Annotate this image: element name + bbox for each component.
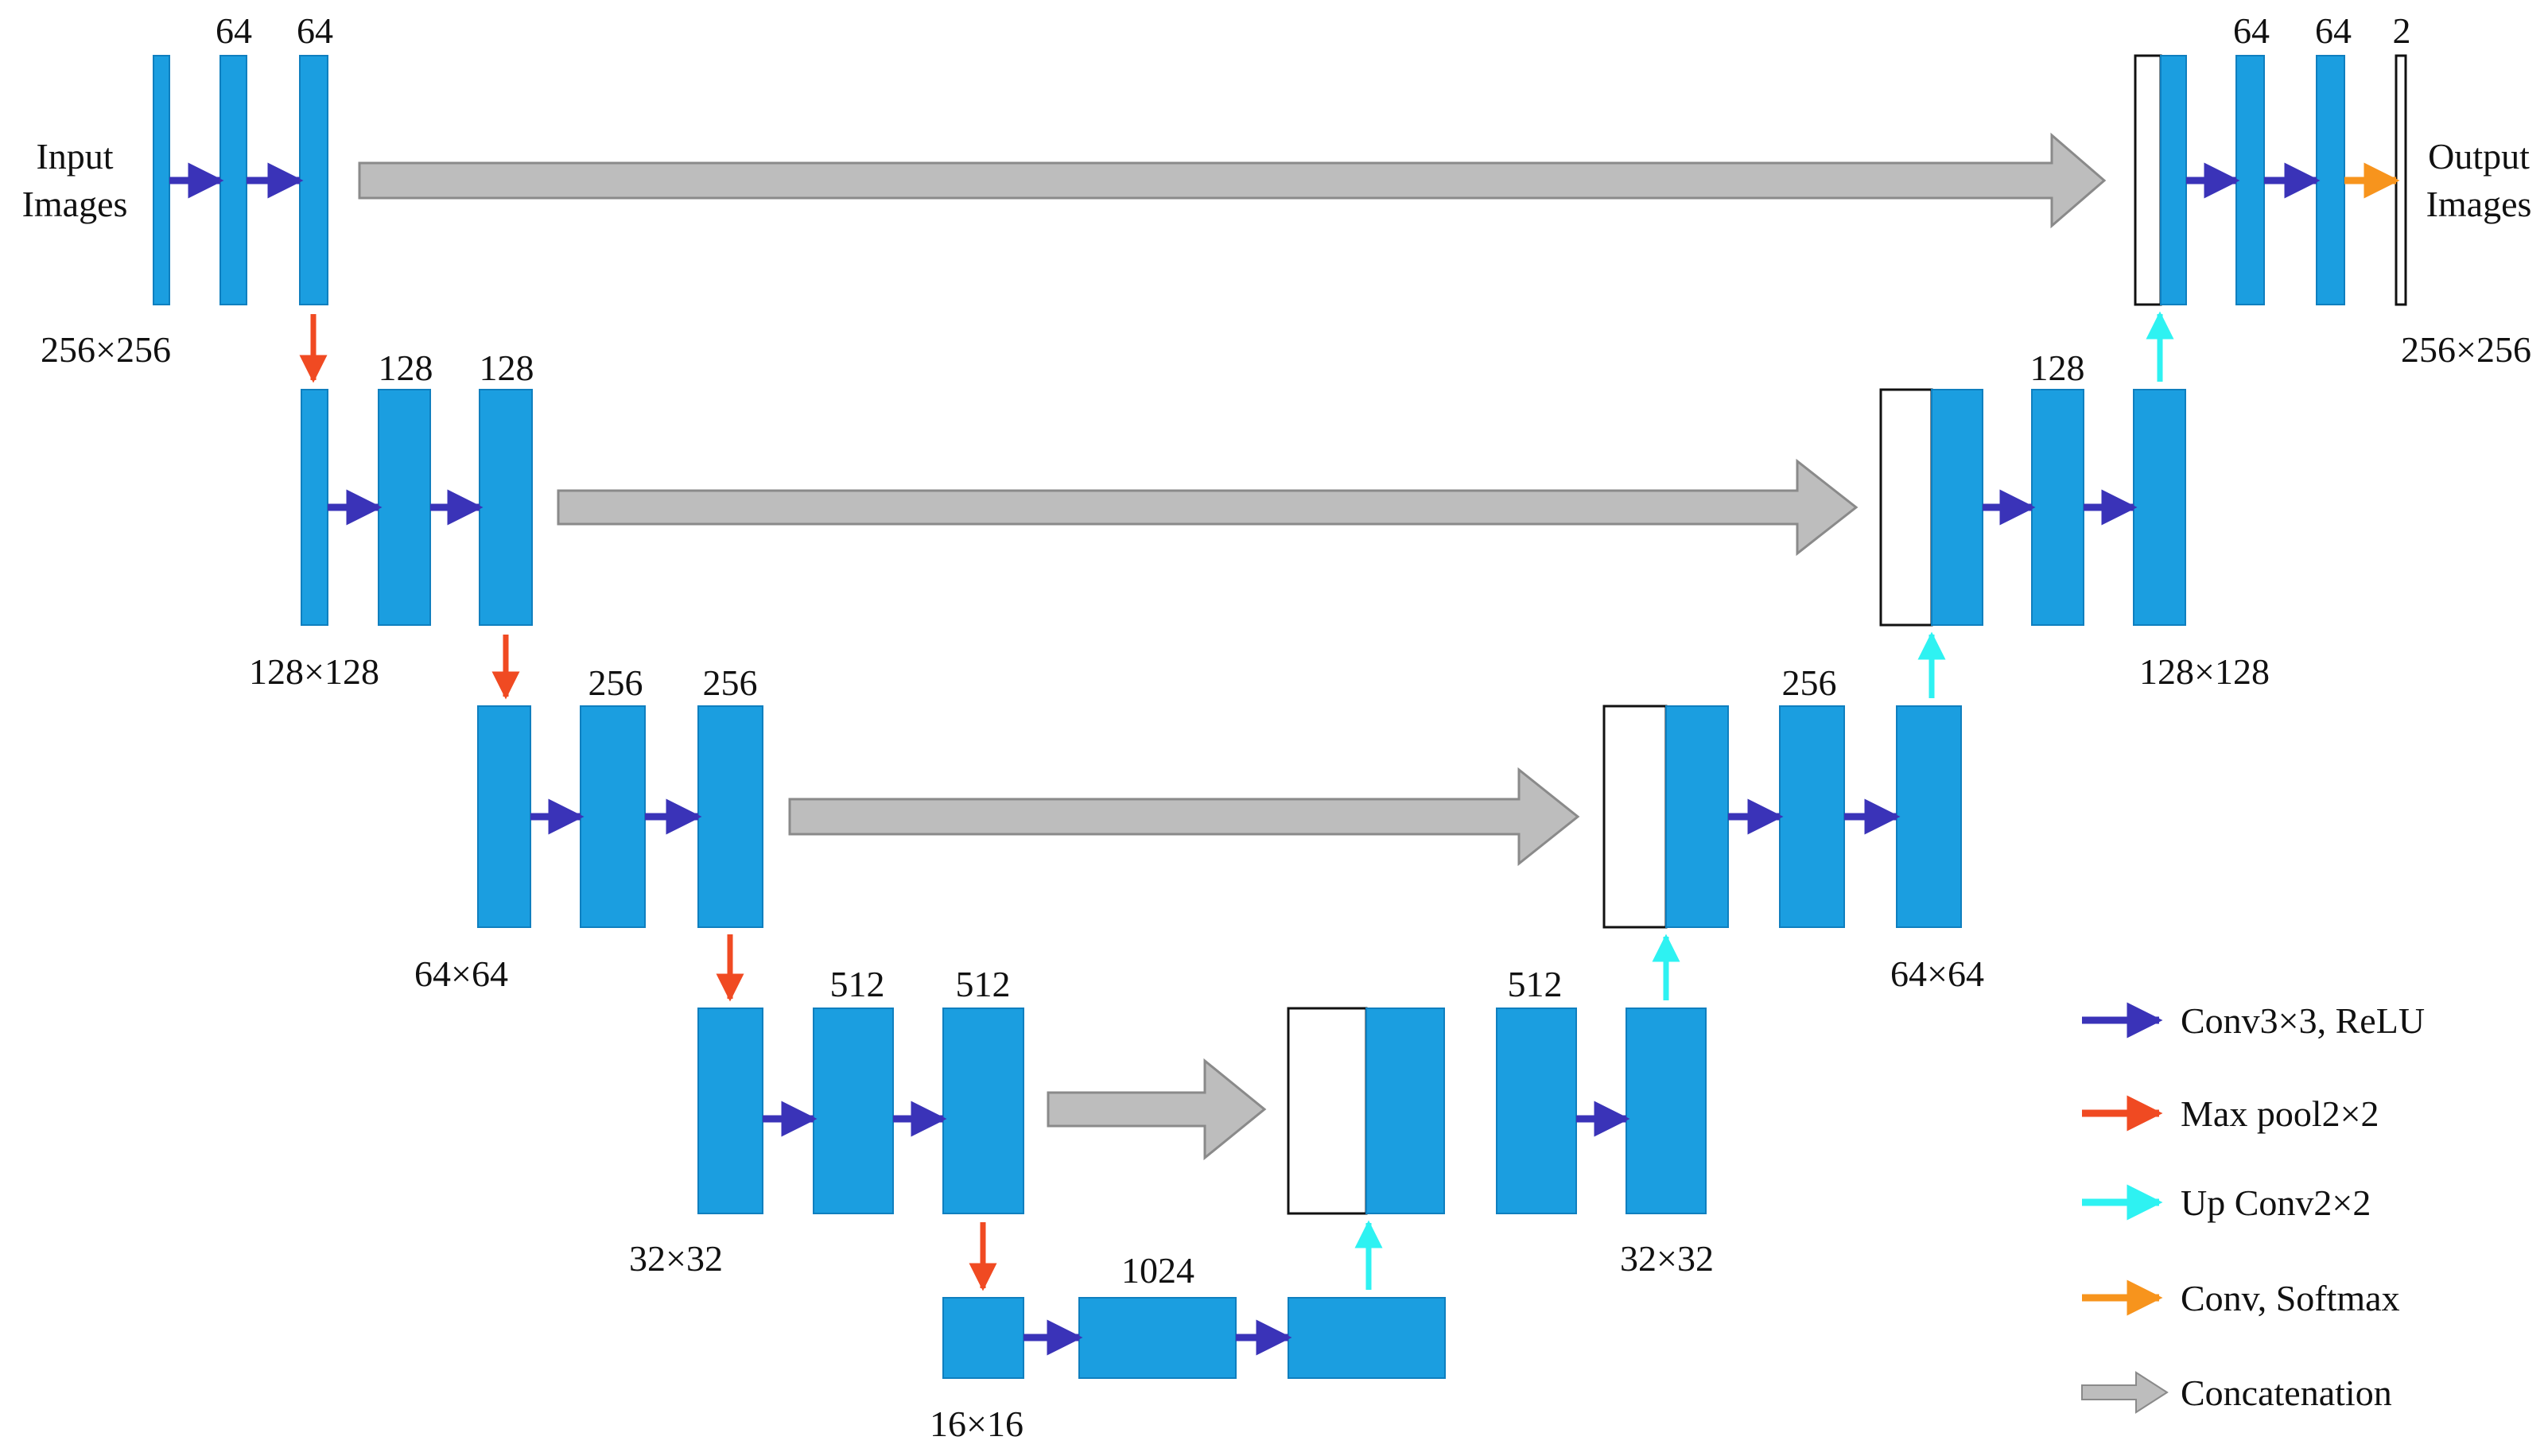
output-label-line1: Output <box>2428 136 2530 177</box>
pool-arrows <box>299 314 997 1291</box>
channel-label: 256 <box>588 662 643 703</box>
encoder <box>153 55 1024 1214</box>
input-label-line2: Images <box>22 184 128 224</box>
skip-connections <box>358 132 2107 1161</box>
copied-map-dec1 <box>2134 54 2162 306</box>
output-label-line2: Images <box>2426 184 2532 224</box>
channel-label: 64 <box>216 10 252 51</box>
feature-map-enc1-b <box>299 55 328 305</box>
diagram-labels: Input Images Output Images 64 64 256×256… <box>22 10 2532 1444</box>
feature-map-enc1-a <box>219 55 247 305</box>
channel-label: 2 <box>2393 10 2411 51</box>
upconv-map-dec4 <box>1365 1008 1445 1214</box>
input-label-line1: Input <box>36 136 113 177</box>
channel-label: 512 <box>956 964 1011 1004</box>
feature-map-dec3-b <box>1896 705 1962 928</box>
feature-map-dec1-b <box>2316 55 2345 305</box>
size-label: 16×16 <box>930 1404 1023 1444</box>
feature-map-pool3 <box>697 1008 763 1214</box>
size-label: 128×128 <box>249 651 379 692</box>
channel-label: 64 <box>2233 10 2270 51</box>
feature-map-enc3-b <box>697 705 763 928</box>
feature-map-bottleneck-b <box>1288 1297 1446 1379</box>
feature-map-enc3-a <box>580 705 646 928</box>
channel-label: 128 <box>379 347 433 388</box>
feature-map-pool1 <box>301 389 328 626</box>
feature-map-pool4 <box>942 1297 1024 1379</box>
size-label: 64×64 <box>414 953 508 994</box>
legend-pool-label: Max pool2×2 <box>2181 1093 2379 1134</box>
channel-label: 128 <box>2030 347 2085 388</box>
upconv-map-dec1 <box>2160 55 2187 305</box>
size-label: 256×256 <box>41 329 171 370</box>
channel-label: 512 <box>830 964 885 1004</box>
copied-map-dec3 <box>1602 705 1668 929</box>
feature-map-bottleneck-a <box>1078 1297 1237 1379</box>
legend-conv-label: Conv3×3, ReLU <box>2181 1000 2425 1041</box>
copied-map-dec4 <box>1287 1007 1368 1215</box>
concat-arrow-level-2 <box>557 458 1859 557</box>
legend: Conv3×3, ReLU Max pool2×2 Up Conv2×2 Con… <box>2081 1000 2425 1414</box>
feature-map-dec2-b <box>2133 389 2186 626</box>
feature-map-dec4-a <box>1496 1008 1577 1214</box>
legend-up-label: Up Conv2×2 <box>2181 1182 2371 1223</box>
copied-map-dec2 <box>1879 388 1933 627</box>
upconv-map-dec2 <box>1931 389 1983 626</box>
channel-label: 64 <box>297 10 333 51</box>
size-label: 256×256 <box>2401 329 2531 370</box>
channel-label: 256 <box>703 662 758 703</box>
legend-softmax-label: Conv, Softmax <box>2181 1278 2400 1318</box>
legend-concat-swatch <box>2081 1371 2169 1414</box>
size-label: 64×64 <box>1890 953 1984 994</box>
feature-map-enc4-b <box>942 1008 1024 1214</box>
channel-label: 128 <box>480 347 534 388</box>
upconv-arrows <box>1354 311 2174 1290</box>
feature-map-dec3-a <box>1779 705 1845 928</box>
feature-map-dec2-a <box>2031 389 2084 626</box>
feature-map-input <box>153 55 170 305</box>
feature-map-dec4-b <box>1626 1008 1707 1214</box>
feature-map-enc2-a <box>378 389 431 626</box>
channel-label: 1024 <box>1121 1250 1194 1291</box>
feature-map-pool2 <box>477 705 531 928</box>
feature-map-output <box>2395 54 2407 306</box>
concat-arrow-level-4 <box>1047 1058 1267 1161</box>
channel-label: 256 <box>1782 662 1837 703</box>
legend-concat-label: Concatenation <box>2181 1373 2392 1413</box>
size-label: 32×32 <box>629 1238 723 1279</box>
feature-map-enc2-b <box>479 389 533 626</box>
conv-arrows <box>169 162 2321 1356</box>
upconv-map-dec3 <box>1665 705 1729 928</box>
concat-arrow-level-3 <box>788 767 1580 867</box>
feature-map-dec1-a <box>2235 55 2265 305</box>
concat-arrow-level-1 <box>358 132 2107 229</box>
channel-label: 64 <box>2315 10 2352 51</box>
feature-map-enc4-a <box>813 1008 894 1214</box>
channel-label: 512 <box>1508 964 1563 1004</box>
size-label: 32×32 <box>1620 1238 1714 1279</box>
size-label: 128×128 <box>2139 651 2270 692</box>
bottleneck <box>942 1297 1446 1379</box>
decoder <box>1287 54 2407 1215</box>
